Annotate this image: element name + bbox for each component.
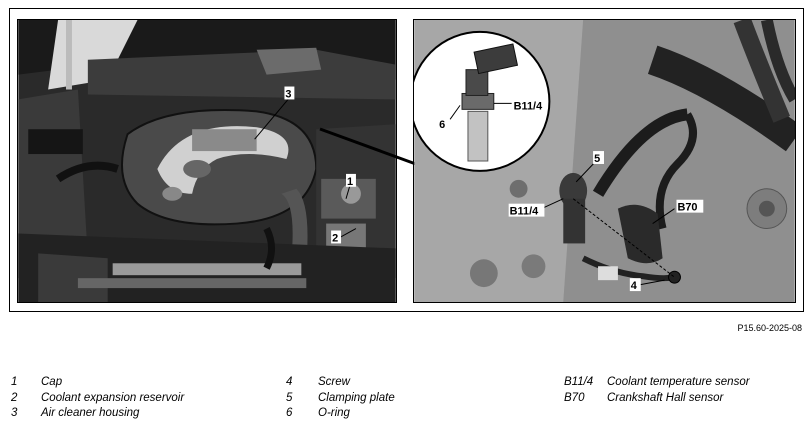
legend-key: B70 [564,391,585,404]
legend-item: 5 Clamping plate [286,392,395,408]
legend-column-2: 4 Screw 5 Clamping plate 6 O-ring [286,376,395,423]
legend-text: Cap [41,376,63,388]
legend-key: 5 [286,391,293,404]
legend-item: 1 Cap [11,376,184,392]
legend-text: Clamping plate [318,391,395,404]
callout-b11-4: B11/4 [510,206,539,218]
legend-text: Coolant temperature sensor [607,376,750,388]
legend-item: 4 Screw [286,376,395,392]
callout-1: 1 [347,176,353,188]
figure-code: P15.60-2025-08 [737,323,802,333]
callout-3: 3 [285,88,291,100]
legend-column-1: 1 Cap 2 Coolant expansion reservoir 3 Air c… [11,376,184,423]
engine-compartment-photo: 3 1 2 [17,19,397,303]
engine-compartment-illustration: 3 1 2 [18,20,396,302]
figure-frame: 3 1 2 [9,8,804,312]
callout-4: 4 [631,280,637,292]
legend-text: Screw [318,376,350,388]
legend-column-3: B11/4 Coolant temperature sensor B70 Crank… [564,376,750,407]
legend-text: Crankshaft Hall sensor [607,391,724,404]
callout-b70: B70 [677,202,697,214]
legend-text: Coolant expansion reservoir [41,391,185,404]
legend-text: O-ring [318,407,350,419]
callout-2: 2 [332,232,338,244]
legend-key: 3 [11,407,18,419]
inset-callout-b11-4: B11/4 [514,100,543,112]
legend-key: 1 [11,376,18,388]
sensor-detail-photo: 6 B11/4 5 B11/4 B70 4 [413,19,796,303]
legend-key: B11/4 [564,376,594,388]
sensor-detail-illustration: 6 B11/4 5 B11/4 B70 4 [414,20,795,302]
legend-item: B11/4 Coolant temperature sensor [564,376,750,392]
legend-item: 6 O-ring [286,407,395,423]
legend-item: 3 Air cleaner housing [11,407,184,423]
legend-key: 4 [286,376,293,388]
legend-key: 2 [11,391,18,404]
inset-callout-6: 6 [439,119,445,131]
legend-key: 6 [286,407,293,419]
legend-item: 2 Coolant expansion reservoir [11,392,184,408]
legend-text: Air cleaner housing [41,407,140,419]
legend-item: B70 Crankshaft Hall sensor [564,392,750,408]
detail-connector-line [319,127,425,169]
callout-5: 5 [594,153,600,165]
